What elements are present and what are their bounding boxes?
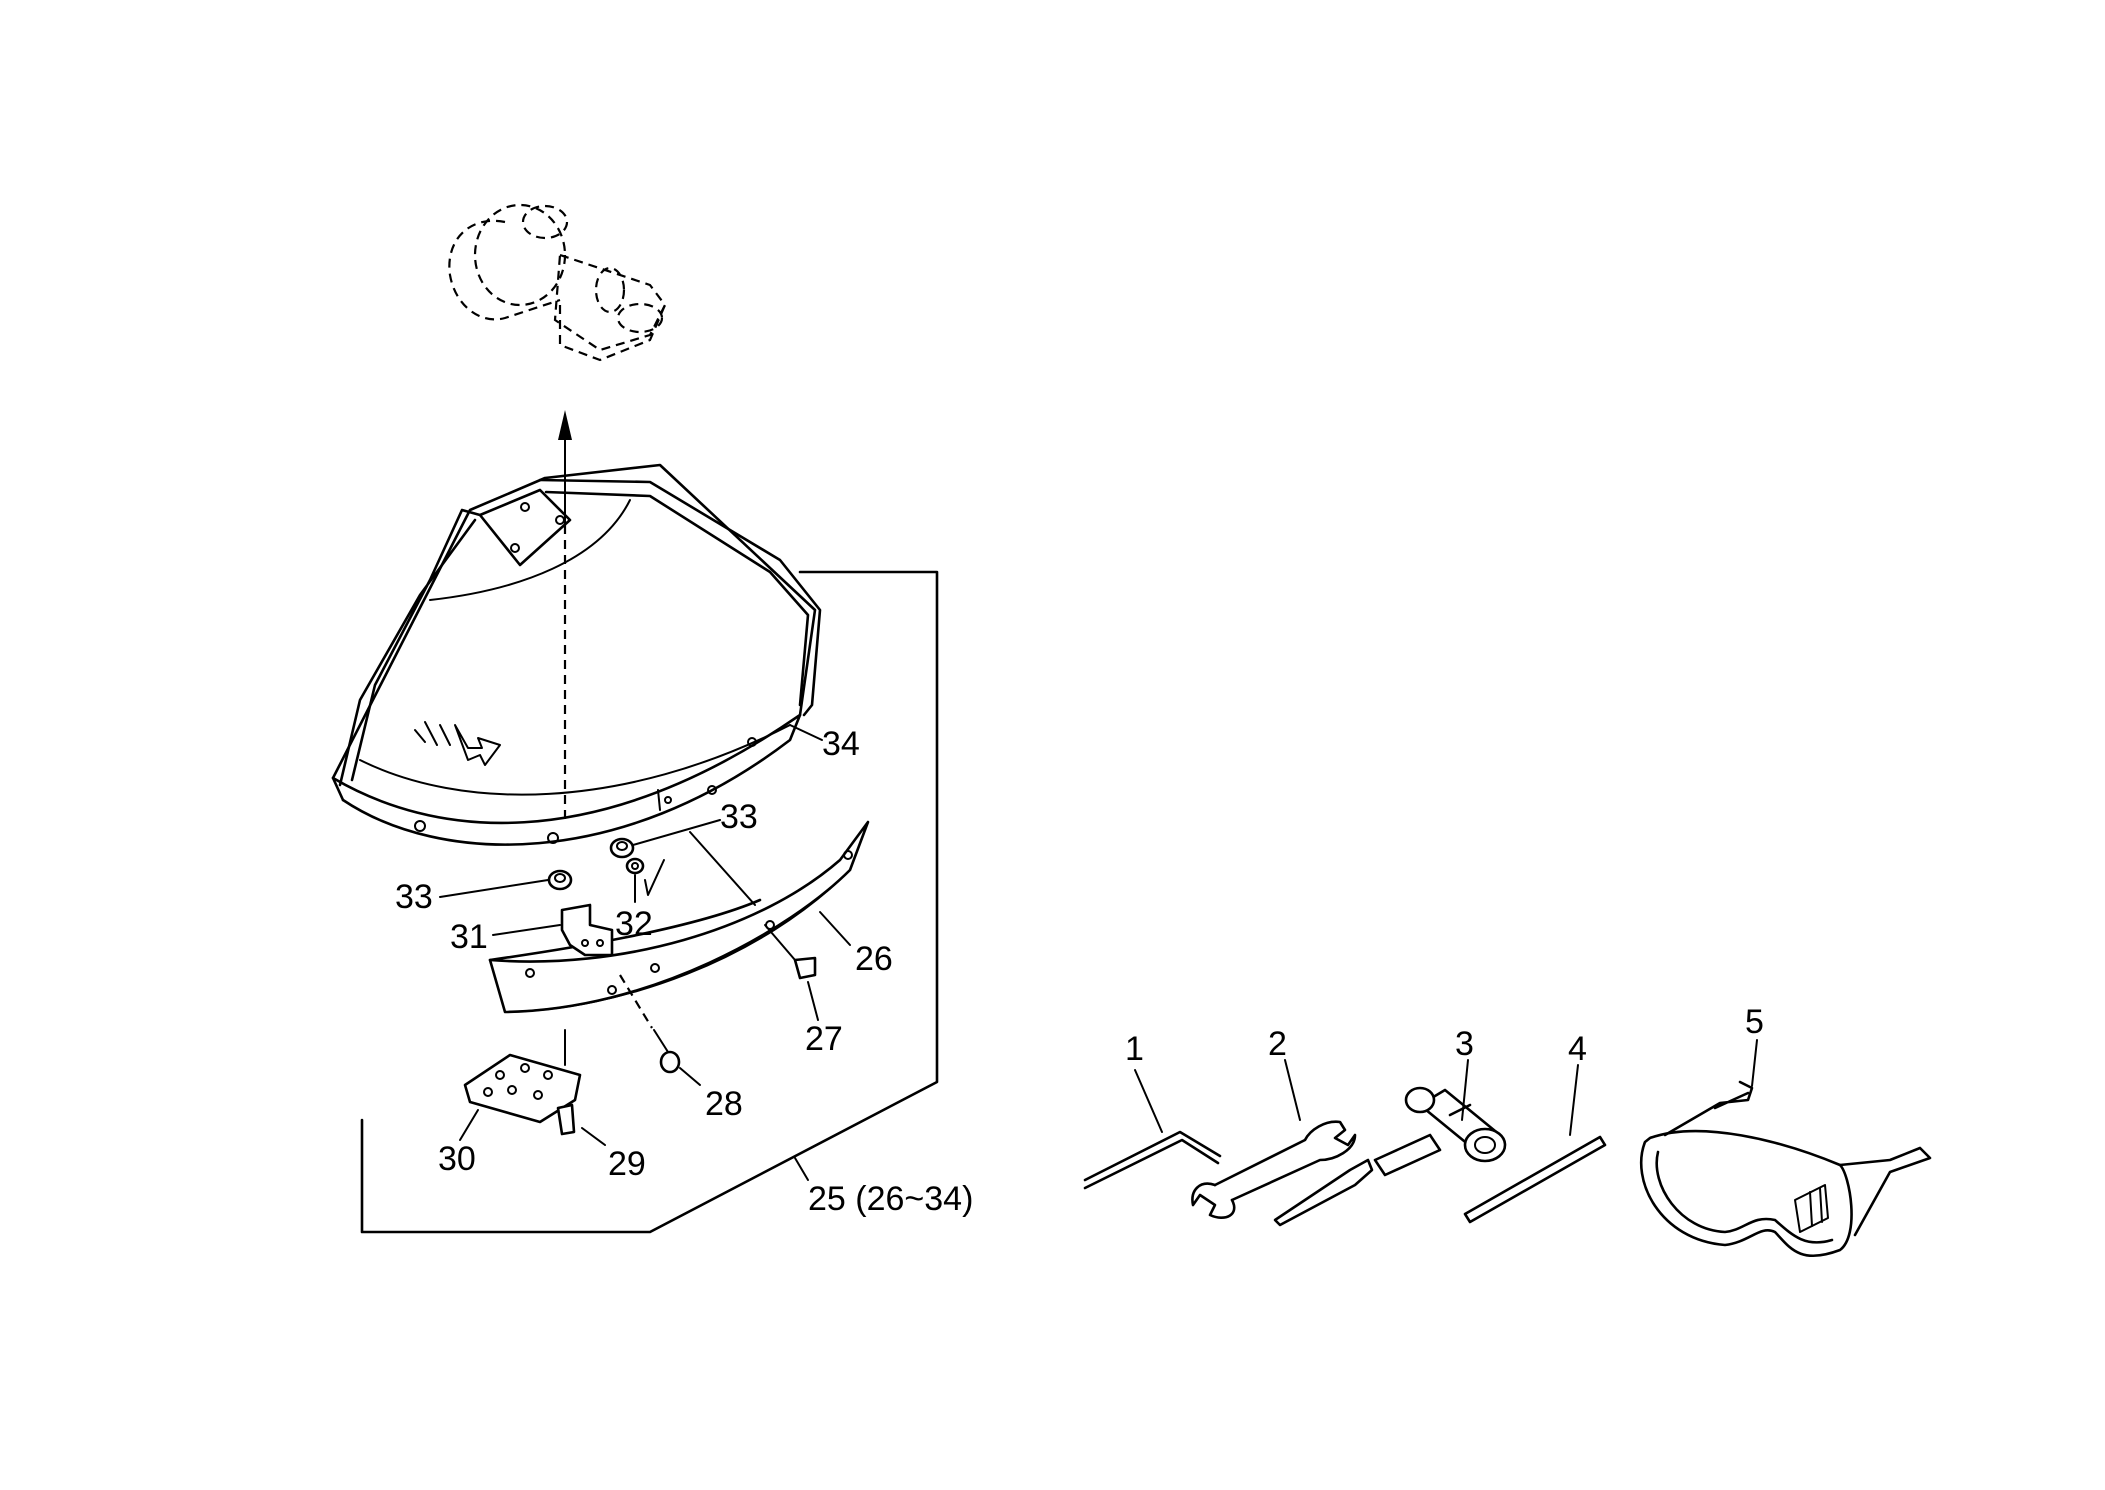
gear-case-reference-drawing <box>448 203 667 362</box>
plate-30 <box>463 1029 582 1124</box>
washer-32 <box>625 857 645 875</box>
label-part-31: 31 <box>450 918 488 956</box>
bolt-28 <box>619 974 681 1074</box>
hex-key-1 <box>1083 1069 1222 1190</box>
blade-guard <box>331 463 822 846</box>
label-part-1: 1 <box>1125 1030 1144 1068</box>
set-bracket-25 <box>360 570 939 1234</box>
wrench-2 <box>1191 1059 1374 1227</box>
label-part-3: 3 <box>1455 1025 1474 1063</box>
bolt-27 <box>764 924 817 980</box>
leader-lines <box>439 724 851 1181</box>
rod-4 <box>1463 1064 1607 1224</box>
label-part-4: 4 <box>1568 1030 1587 1068</box>
cutter-plate <box>488 820 870 1014</box>
guide-line <box>644 789 665 896</box>
label-part-5: 5 <box>1745 1003 1764 1041</box>
label-part-2: 2 <box>1268 1025 1287 1063</box>
label-part-29: 29 <box>608 1145 646 1183</box>
label-part-25: 25 (26~34) <box>808 1180 973 1218</box>
label-part-33-center: 33 <box>720 798 758 836</box>
bracket-31 <box>560 903 614 957</box>
label-part-30: 30 <box>438 1140 476 1178</box>
label-part-34: 34 <box>822 725 860 763</box>
mounting-arrow <box>558 410 572 526</box>
label-part-26: 26 <box>855 940 893 978</box>
label-part-33-left: 33 <box>395 878 433 916</box>
bolt-29 <box>556 1103 576 1136</box>
safety-goggles-5 <box>1639 1039 1932 1258</box>
label-part-27: 27 <box>805 1020 843 1058</box>
guide-line <box>689 831 756 906</box>
nut-33-left <box>547 869 573 891</box>
label-part-32: 32 <box>615 905 653 943</box>
nut-33-center <box>609 837 635 859</box>
socket-wrench-3 <box>1373 1059 1507 1177</box>
label-part-28: 28 <box>705 1085 743 1123</box>
